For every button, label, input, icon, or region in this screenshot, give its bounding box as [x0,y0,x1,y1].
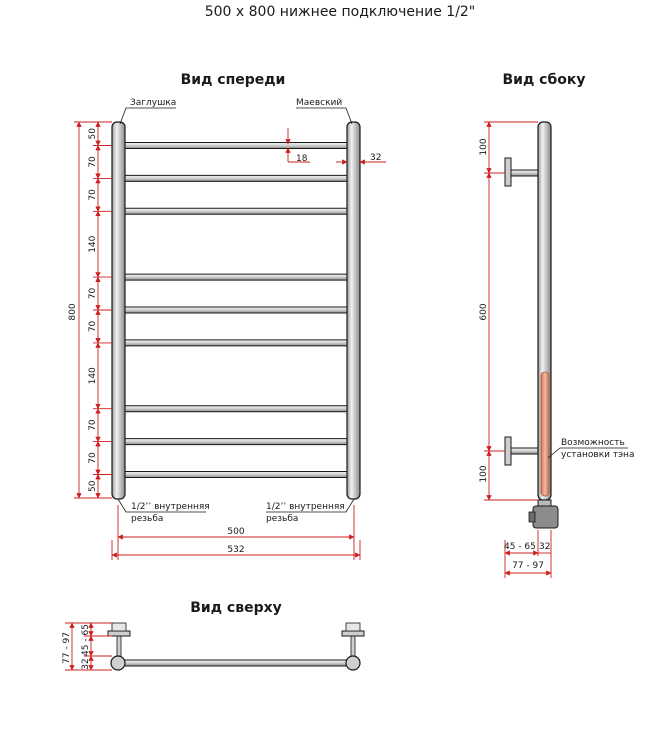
page-title: 500 x 800 нижнее подключение 1/2" [205,4,476,20]
rung [117,405,355,413]
top-dim-outer: 77 - 97 [62,632,72,664]
side-view-title: Вид сбоку [503,72,586,88]
side-depth-1: 45 - 65 [504,542,536,552]
side-dim-middle: 600 [479,303,489,320]
top-view [107,622,365,671]
plug-label: Заглушка [130,98,176,108]
bar-offset-label: 18 [296,154,308,164]
width-dimensions [111,505,361,560]
rung [117,142,355,149]
rung [117,339,355,347]
bar-offset-dimension [285,128,310,163]
heater-label-2: установки тэна [561,450,634,460]
spacing-dimension-label: 70 [88,156,98,168]
spacing-dimension-label: 140 [88,235,98,252]
spacing-dimension-label: 50 [88,480,98,492]
top-dimensions [65,622,112,671]
rung [117,174,355,182]
heater-label-1: Возможность [561,438,625,448]
front-callouts [117,107,355,513]
front-view [111,121,361,500]
rung [117,438,355,446]
left-riser [111,121,126,500]
side-depth-pipe: 32 [539,542,550,552]
side-dim-top: 100 [479,138,489,155]
heater-connector [532,505,559,529]
side-vertical-dimensions [484,121,538,501]
mayevsky-label: Маевский [296,98,342,108]
spacing-dimension-label: 50 [88,128,98,140]
thread-left-line2: резьба [131,514,163,524]
spacing-dimension-label: 70 [88,288,98,300]
spacing-dimension-label: 70 [88,189,98,201]
height-total-label: 800 [68,303,78,320]
spacing-dimension-label: 70 [88,419,98,431]
height-dimension [74,121,112,499]
side-view [504,121,559,529]
rung [117,273,355,281]
front-view-title: Вид спереди [181,72,286,88]
spacing-dimension-label: 140 [88,367,98,384]
top-dim-inner-1: 32 [81,658,91,669]
width-total-label: 532 [227,545,244,555]
rung [117,207,355,215]
spacing-dimension-label: 70 [88,452,98,464]
thread-right-line1: 1/2’’ внутренняя [266,502,345,512]
rungs [117,142,355,478]
pipe-diameter-label: 32 [370,153,381,163]
rung [117,471,355,478]
side-depth-dimensions [504,530,552,578]
spacing-dimension-chain: 50 70 70 140 70 70 140 70 70 50 [88,121,112,499]
side-depth-total: 77 - 97 [512,561,544,571]
spacing-dimension-label: 70 [88,320,98,332]
width-center-label: 500 [227,527,244,537]
rung [117,306,355,314]
top-view-title: Вид сверху [190,600,282,616]
thread-right-line2: резьба [266,514,298,524]
thread-left-line1: 1/2’’ внутренняя [131,502,210,512]
heater-element [540,371,550,497]
right-riser [346,121,361,500]
side-dim-bottom: 100 [479,465,489,482]
top-dim-inner-2: 45 - 65 [81,624,91,656]
